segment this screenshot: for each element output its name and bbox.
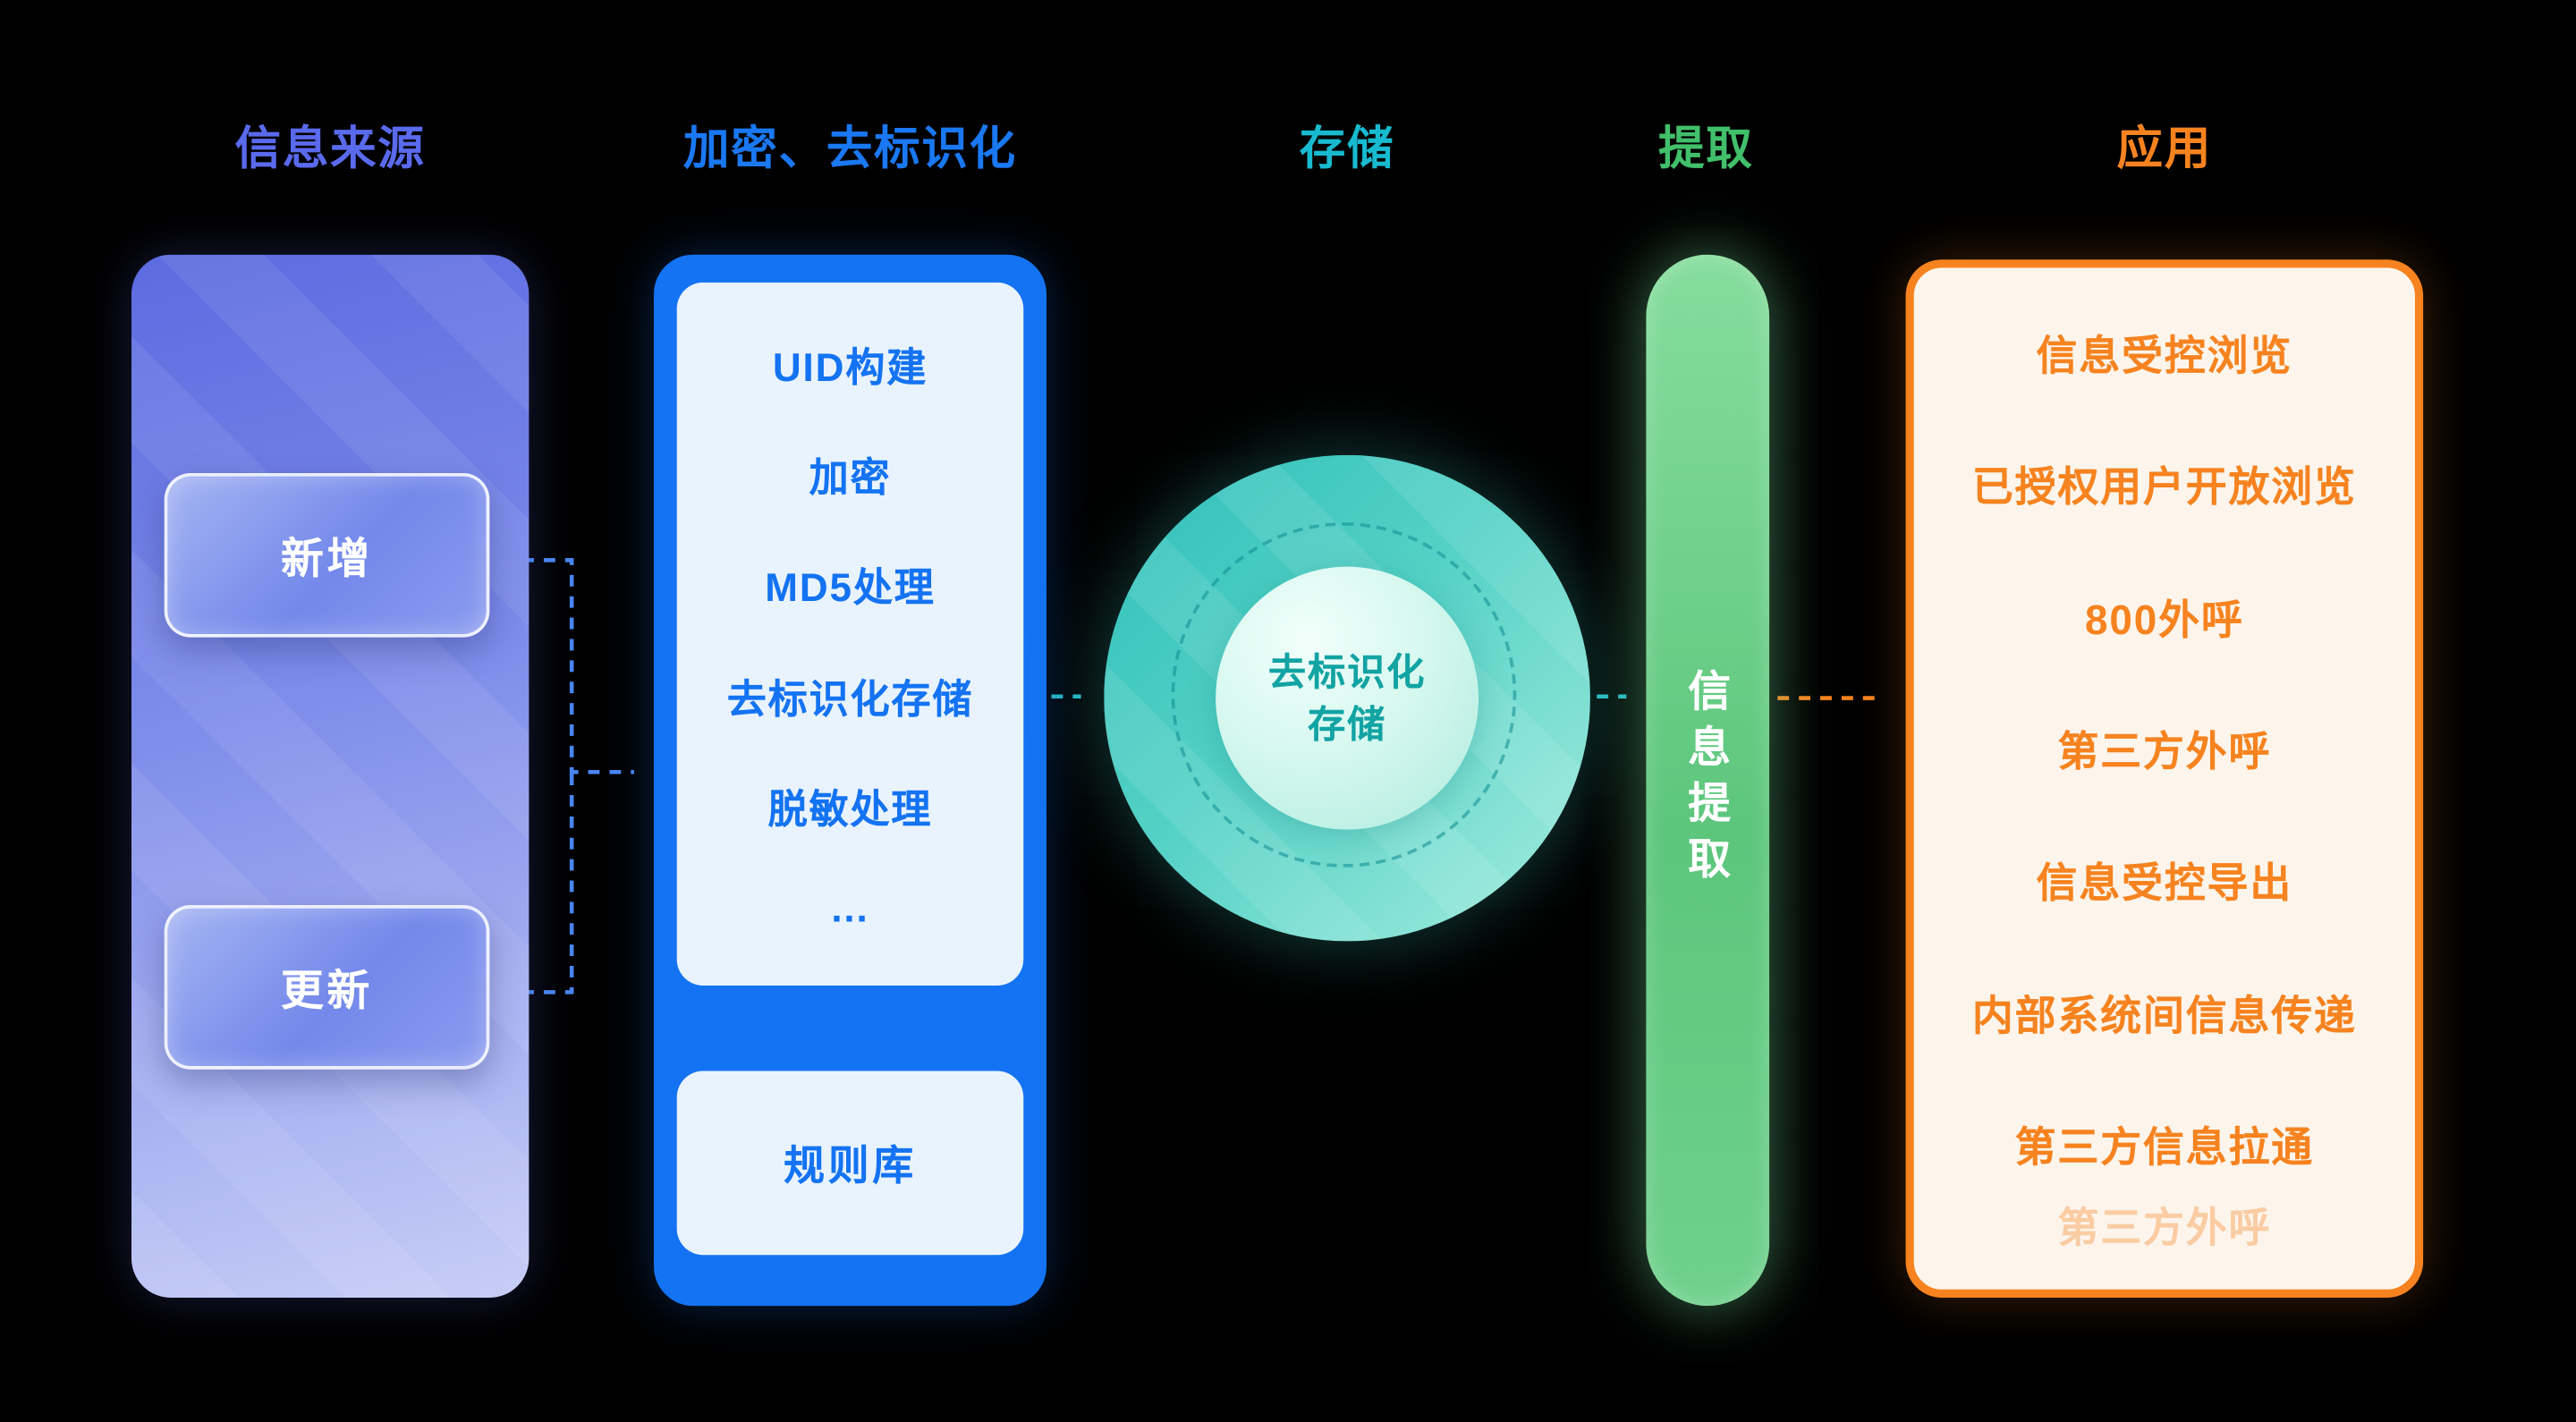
application-item: 内部系统间信息传递 <box>1971 993 2357 1039</box>
application-item: 已授权用户开放浏览 <box>1971 465 2357 512</box>
storage-dashed-ring <box>1171 522 1517 868</box>
header-extraction: 提取 <box>1658 123 1754 174</box>
application-item: 800外呼 <box>2085 597 2244 644</box>
header-application: 应用 <box>2116 123 2213 174</box>
encryption-step: MD5处理 <box>765 567 936 613</box>
application-item: 信息受控浏览 <box>2036 334 2293 380</box>
arrow-update-to-junction <box>522 772 574 995</box>
extraction-label: 信息提取 <box>1682 668 1732 893</box>
header-encryption: 加密、去标识化 <box>683 123 1017 174</box>
encryption-step: 脱敏处理 <box>767 788 933 833</box>
storage-core-label: 去标识化 存储 <box>1216 566 1479 830</box>
encryption-step: UID构建 <box>772 346 928 392</box>
encryption-step-ellipsis: ... <box>831 886 869 932</box>
source-item-new: 新增 <box>164 472 490 638</box>
storage-node: 去标识化 存储 <box>1104 454 1590 942</box>
encryption-step: 去标识化存储 <box>726 677 974 723</box>
storage-label-line1: 去标识化 <box>1267 649 1427 693</box>
storage-label-line2: 存储 <box>1308 703 1387 746</box>
application-item: 第三方外呼 <box>2057 729 2272 775</box>
source-panel: 新增 更新 <box>131 254 530 1298</box>
encryption-steps-panel: UID构建 加密 MD5处理 去标识化存储 脱敏处理 ... <box>676 282 1024 986</box>
arrow-new-to-encryption <box>522 558 634 774</box>
source-item-update: 更新 <box>164 905 490 1070</box>
application-item-faded: 第三方外呼 <box>2057 1206 2272 1252</box>
encryption-step: 加密 <box>809 457 892 502</box>
application-list: 信息受控浏览 已授权用户开放浏览 800外呼 第三方外呼 信息受控导出 内部系统… <box>1914 267 2415 1289</box>
header-storage: 存储 <box>1299 123 1395 174</box>
application-item: 第三方信息拉通 <box>2014 1124 2314 1172</box>
application-panel: 信息受控浏览 已授权用户开放浏览 800外呼 第三方外呼 信息受控导出 内部系统… <box>1905 259 2424 1298</box>
extraction-bar: 信息提取 <box>1646 254 1770 1307</box>
application-item: 信息受控导出 <box>2036 860 2293 908</box>
encryption-panel: UID构建 加密 MD5处理 去标识化存储 脱敏处理 ... 规则库 <box>654 254 1046 1307</box>
header-source: 信息来源 <box>234 123 426 174</box>
rule-base-panel: 规则库 <box>676 1071 1024 1256</box>
